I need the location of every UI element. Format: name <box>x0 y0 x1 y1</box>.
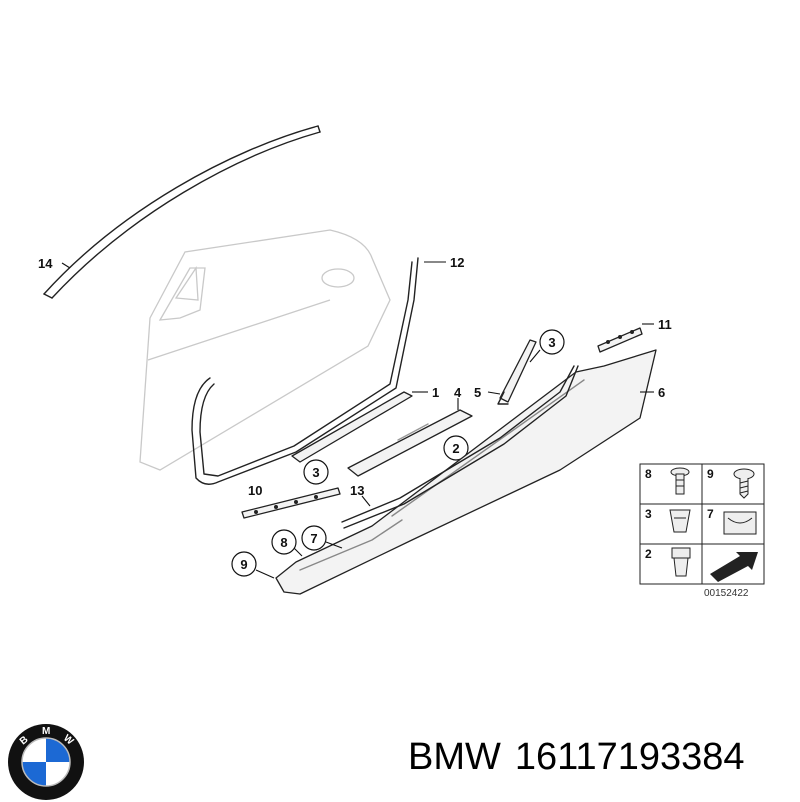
callout-circle-7 <box>301 525 327 551</box>
spring-nut-icon <box>723 511 757 535</box>
brand-name: BMW <box>408 736 501 778</box>
leader-8 <box>293 547 303 557</box>
leader-9 <box>255 569 275 579</box>
part-12-door-seal <box>191 257 419 485</box>
callout-10: 10 <box>248 483 262 498</box>
callout-5: 5 <box>474 385 481 400</box>
legend-label-7: 7 <box>707 507 714 521</box>
callout-9: 9 <box>240 557 247 572</box>
callout-2: 2 <box>452 441 459 456</box>
fastener-legend: 8 9 3 7 2 <box>639 463 765 585</box>
callout-11: 11 <box>658 317 672 332</box>
callout-3b: 3 <box>312 465 319 480</box>
part-14-roof-seal <box>43 125 321 299</box>
legend-label-9: 9 <box>707 467 714 481</box>
callout-circle-9 <box>231 551 257 577</box>
callout-7: 7 <box>310 531 317 546</box>
arrow-icon <box>710 552 758 582</box>
part-number: 16117193384 <box>514 736 745 778</box>
part-10-clip-rail <box>241 487 341 519</box>
legend-label-8: 8 <box>645 467 652 481</box>
plug-icon <box>671 547 691 577</box>
leader-13 <box>361 495 371 507</box>
leader-14 <box>61 262 71 269</box>
leader-3a <box>529 349 541 363</box>
leader-7 <box>325 541 343 549</box>
legend-label-2: 2 <box>645 547 652 561</box>
clip-icon <box>669 509 691 533</box>
callout-circle-3a <box>539 329 565 355</box>
callout-12: 12 <box>450 255 464 270</box>
leader-5 <box>487 391 501 395</box>
callout-14: 14 <box>38 256 53 271</box>
callout-circle-3b <box>303 459 329 485</box>
logo-letter-m: M <box>42 726 50 737</box>
door-outline <box>139 229 391 471</box>
callout-1: 1 <box>432 385 439 400</box>
callout-circle-2 <box>443 435 469 461</box>
doc-number: 00152422 <box>704 588 749 599</box>
part-6-sill-cover <box>275 349 657 595</box>
callout-6: 6 <box>658 385 665 400</box>
legend-label-3: 3 <box>645 507 652 521</box>
screw-icon <box>733 468 755 499</box>
callout-3a: 3 <box>548 335 555 350</box>
part-1-trim-strip <box>291 391 413 463</box>
part-caption: BMW 16117193384 <box>408 736 759 779</box>
bmw-logo: B M W <box>8 724 84 800</box>
callout-8: 8 <box>280 535 287 550</box>
part-13-sill-seal <box>341 365 579 529</box>
part-5-bracket <box>497 339 537 405</box>
callout-13: 13 <box>350 483 364 498</box>
part-4-sill-plate <box>347 409 473 477</box>
callout-circle-8 <box>271 529 297 555</box>
push-rivet-icon <box>670 467 690 495</box>
part-11-clip-strip <box>597 327 643 353</box>
callout-4: 4 <box>454 385 462 400</box>
